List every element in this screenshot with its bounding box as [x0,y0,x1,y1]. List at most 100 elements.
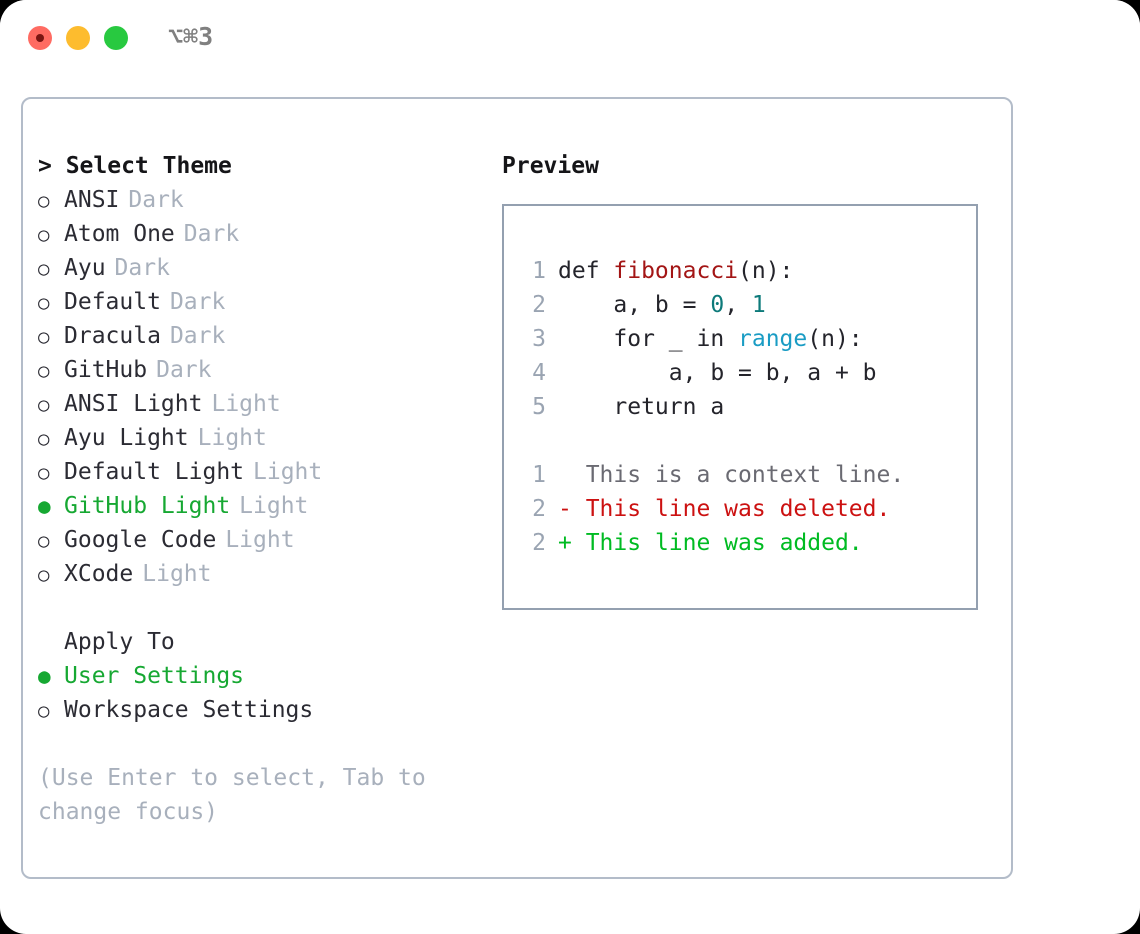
theme-option-name: Atom One [64,221,175,247]
theme-option-default-light[interactable]: ○ Default Light Light [38,455,478,489]
radio-unselected-icon: ○ [38,292,50,314]
theme-option-variant: Dark [169,323,226,349]
code-token-call: range [738,326,808,352]
code-line: 4 a, b = b, a + b [504,356,976,390]
radio-unselected-icon: ○ [38,190,50,212]
radio-unselected-icon: ○ [38,258,50,280]
theme-option-name: Ayu [64,255,106,281]
line-number: 2 [532,530,546,556]
diff-sign: + [558,530,572,556]
code-line-content: a, b = b, a + b [558,356,877,390]
minimize-window-button[interactable] [66,26,90,50]
apply-to-list[interactable]: ●User Settings○Workspace Settings [38,659,478,727]
theme-option-name: ANSI [64,187,120,213]
theme-option-name: ANSI Light [64,391,203,417]
theme-option-ansi[interactable]: ○ ANSI Dark [38,183,478,217]
code-token-plain: a, b = [558,292,711,318]
diff-line-context: 1 This is a context line. [504,458,976,492]
diff-sign [558,458,572,492]
apply-to-heading: Apply To [64,629,175,655]
theme-option-github-light[interactable]: ● GitHub Light Light [38,489,478,523]
theme-option-name: XCode [64,561,134,587]
theme-option-google-code[interactable]: ○ Google Code Light [38,523,478,557]
theme-option-xcode[interactable]: ○ XCode Light [38,557,478,591]
theme-option-variant: Dark [156,357,212,383]
code-token-plain: a, b = b, a + b [558,360,877,386]
theme-option-default[interactable]: ○ Default Dark [38,285,478,319]
code-token-num: 1 [751,292,766,318]
title-bar: ⌥⌘3 [0,0,1140,78]
theme-option-variant: Dark [169,289,226,315]
radio-unselected-icon: ○ [38,360,50,382]
radio-selected-icon: ● [38,494,51,518]
radio-unselected-icon: ○ [38,564,50,586]
code-token-plain: for _ in [558,326,739,352]
apply-to-option-name: User Settings [64,663,245,689]
code-line: 5 return a [504,390,976,424]
theme-option-atom-one[interactable]: ○ Atom One Dark [38,217,478,251]
code-line-content: a, b = 0, 1 [558,288,766,322]
diff-sign: - [558,496,572,522]
keyboard-shortcut-label: ⌥⌘3 [168,22,214,51]
theme-option-ansi-light[interactable]: ○ ANSI Light Light [38,387,478,421]
apply-to-heading-indent: ○ [38,626,64,660]
diff-sample: 1 This is a context line. 2- This line wa… [504,458,976,560]
theme-option-name: Dracula [64,323,161,349]
theme-option-ayu[interactable]: ○ Ayu Dark [38,251,478,285]
theme-option-variant: Dark [183,221,240,247]
radio-unselected-icon: ○ [38,428,50,450]
line-number: 2 [532,292,546,318]
theme-option-variant: Light [211,391,281,417]
theme-option-name: Google Code [64,527,217,553]
line-number: 4 [532,360,546,386]
code-token-plain: , [724,292,752,318]
diff-line-added: 2 + This line was added. [504,526,976,560]
theme-option-variant: Light [197,425,267,451]
theme-option-variant: Light [142,561,212,587]
code-token-plain: def [558,258,614,284]
theme-option-name: GitHub Light [64,493,231,519]
close-window-button[interactable] [28,26,52,50]
code-token-num: 0 [710,292,725,318]
radio-unselected-icon: ○ [38,530,50,552]
radio-unselected-icon: ○ [38,394,50,416]
radio-unselected-icon: ○ [38,224,50,246]
diff-line-text: This line was deleted. [571,496,891,522]
apply-to-option-workspace-settings[interactable]: ○Workspace Settings [38,693,478,727]
radio-unselected-icon: ○ [38,462,50,484]
theme-option-github[interactable]: ○ GitHub Dark [38,353,478,387]
line-number: 1 [532,462,546,488]
code-diff-separator [504,424,976,458]
theme-option-variant: Dark [128,187,184,213]
line-number: 5 [532,394,546,420]
radio-unselected-icon: ○ [38,700,50,722]
code-line: 3 for _ in range(n): [504,322,976,356]
code-token-plain: (n): [738,258,794,284]
maximize-window-button[interactable] [104,26,128,50]
theme-option-variant: Light [239,493,309,519]
code-line-content: for _ in range(n): [558,322,862,356]
select-theme-heading: > Select Theme [38,153,232,179]
theme-option-name: Default [64,289,161,315]
apply-to-option-user-settings[interactable]: ●User Settings [38,659,478,693]
code-token-plain: return a [558,394,725,420]
list-spacer [38,591,478,625]
theme-option-name: GitHub [64,357,148,383]
theme-option-variant: Light [253,459,323,485]
radio-unselected-icon: ○ [38,326,50,348]
theme-option-variant: Light [225,527,295,553]
code-line-content: return a [558,390,724,424]
theme-option-dracula[interactable]: ○ Dracula Dark [38,319,478,353]
diff-line-text: This line was added. [571,530,863,556]
theme-option-variant: Dark [114,255,170,281]
theme-option-name: Default Light [64,459,245,485]
window-controls [28,26,128,50]
